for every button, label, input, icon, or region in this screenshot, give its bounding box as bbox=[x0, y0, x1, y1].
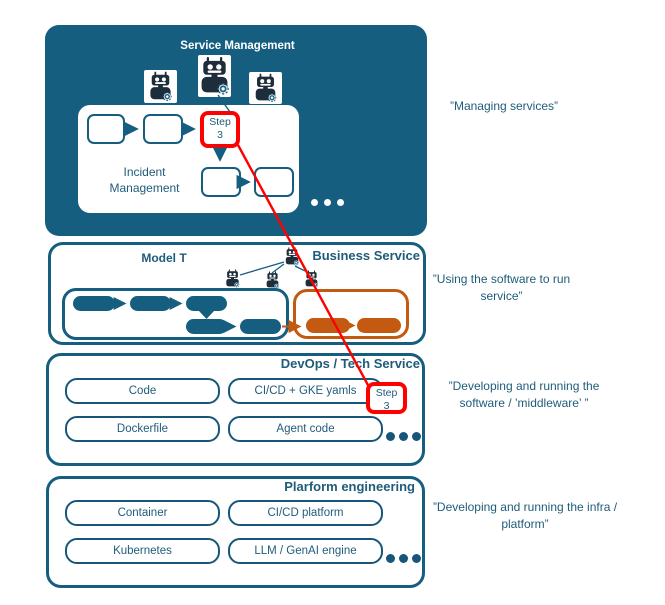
annotation-using-software: ”Using the software to run service” bbox=[432, 272, 571, 304]
platform-box-cicd-platform: CI/CD platform bbox=[228, 500, 383, 526]
model-t-label: Model T bbox=[141, 251, 187, 265]
process-pill bbox=[130, 296, 171, 311]
process-pill-orange bbox=[357, 318, 401, 333]
platform-box-container: Container bbox=[65, 500, 220, 526]
robot-icon bbox=[264, 271, 281, 289]
process-pill bbox=[186, 296, 227, 311]
platform-box-kubernetes: Kubernetes bbox=[65, 538, 220, 564]
robot-icon bbox=[198, 55, 231, 97]
ellipsis-dots bbox=[311, 199, 350, 206]
platform-title: Plarform engineering bbox=[284, 479, 415, 494]
flow-step-box bbox=[201, 167, 241, 197]
ellipsis-dots bbox=[386, 554, 425, 563]
devops-box-cicd-gke: CI/CD + GKE yamls bbox=[228, 378, 383, 404]
platform-box-llm-genai: LLM / GenAI engine bbox=[228, 538, 383, 564]
robot-icon bbox=[144, 70, 177, 103]
step3-highlight-top: Step 3 bbox=[200, 111, 240, 148]
process-pill bbox=[186, 319, 227, 334]
platform-section bbox=[46, 476, 425, 588]
flow-step-box bbox=[143, 114, 183, 144]
service-management-title: Service Management bbox=[180, 40, 295, 52]
process-pill bbox=[240, 319, 281, 334]
annotation-developing-infra: ”Developing and running the infra / plat… bbox=[432, 500, 618, 532]
annotation-developing-software: ”Developing and running the software / ’… bbox=[448, 379, 600, 411]
ellipsis-dots bbox=[386, 432, 425, 441]
robot-icon bbox=[224, 269, 241, 288]
robot-icon bbox=[283, 247, 301, 266]
flow-step-box bbox=[87, 114, 125, 144]
flow-step-box bbox=[254, 167, 294, 197]
robot-icon bbox=[249, 72, 282, 104]
process-pill bbox=[73, 296, 115, 311]
devops-box-dockerfile: Dockerfile bbox=[65, 416, 220, 442]
step3-highlight-devops: Step 3 bbox=[366, 382, 407, 414]
process-pill-orange bbox=[306, 318, 350, 333]
devops-title: DevOps / Tech Service bbox=[280, 356, 420, 371]
robot-icon bbox=[303, 270, 320, 288]
devops-box-agent-code: Agent code bbox=[228, 416, 383, 442]
devops-box-code: Code bbox=[65, 378, 220, 404]
annotation-managing-services: ”Managing services” bbox=[449, 99, 559, 113]
incident-management-label: Incident Management bbox=[109, 165, 180, 195]
